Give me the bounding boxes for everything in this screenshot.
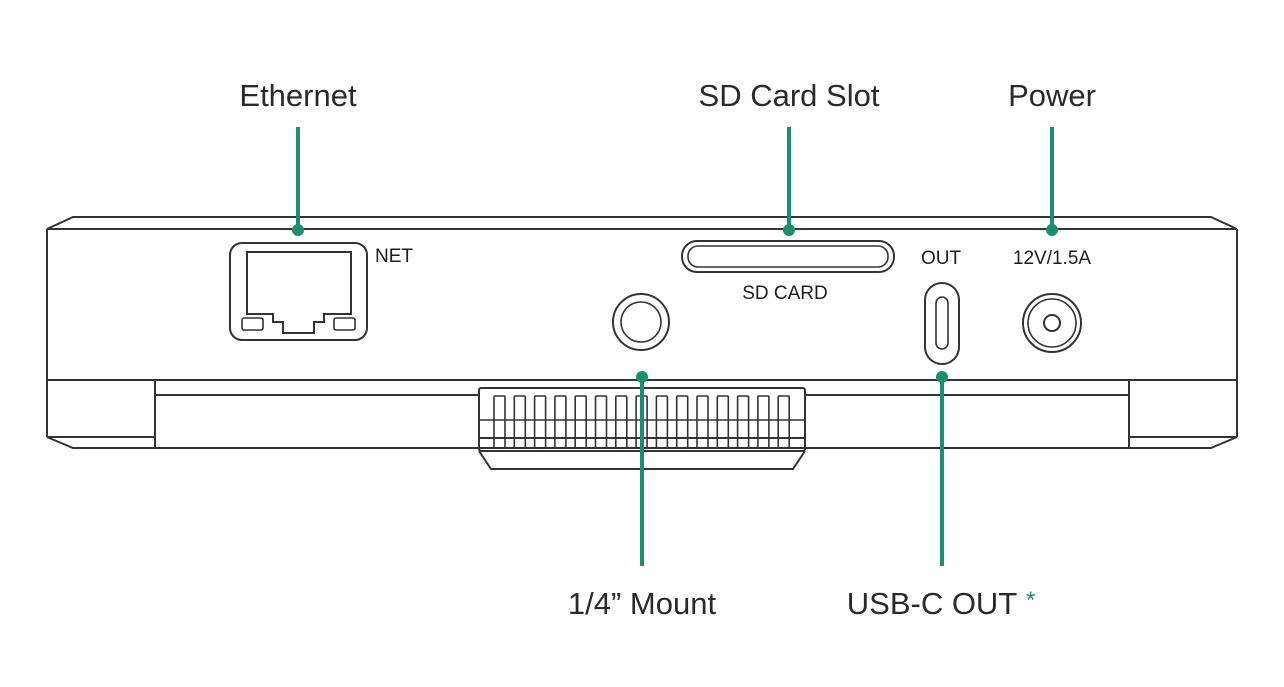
leader-usb-c xyxy=(936,371,948,566)
heatsink-fin xyxy=(777,395,791,449)
heatsink-fin xyxy=(736,395,750,449)
mount-hole xyxy=(612,293,670,351)
out-label: OUT xyxy=(921,248,962,269)
leader-mount xyxy=(636,371,648,566)
power-jack xyxy=(1022,293,1082,353)
sd-card-slot xyxy=(681,240,895,273)
callout-usb-c-out: USB-C OUT xyxy=(847,586,1018,621)
callout-mount: 1/4” Mount xyxy=(568,586,717,621)
heatsink-fin xyxy=(614,395,628,449)
heatsink-fin xyxy=(554,395,567,449)
callout-ethernet: Ethernet xyxy=(239,78,357,113)
sd-card-label: SD CARD xyxy=(742,283,828,304)
power-rating-label: 12V/1.5A xyxy=(1013,248,1091,269)
heatsink-fin xyxy=(493,395,506,449)
heatsink-fin xyxy=(533,395,547,449)
callout-power: Power xyxy=(1008,78,1096,113)
callout-sd-card-slot: SD Card Slot xyxy=(699,78,880,113)
footnote-asterisk: * xyxy=(1026,587,1035,614)
heatsink-fin xyxy=(655,395,669,449)
usb-c-port xyxy=(924,282,960,365)
leader-sd-card xyxy=(783,127,795,236)
heatsink-fin xyxy=(716,395,730,449)
ethernet-port xyxy=(229,242,368,341)
heatsink-fin xyxy=(574,395,588,449)
heatsink-fin xyxy=(513,395,527,449)
heatsink-fin xyxy=(696,395,709,449)
heatsink-fin xyxy=(594,395,608,449)
net-label: NET xyxy=(375,246,413,267)
heatsink-fin xyxy=(675,395,689,449)
heatsink-fin xyxy=(757,395,770,449)
leader-ethernet xyxy=(292,127,304,236)
leader-power xyxy=(1046,127,1058,236)
